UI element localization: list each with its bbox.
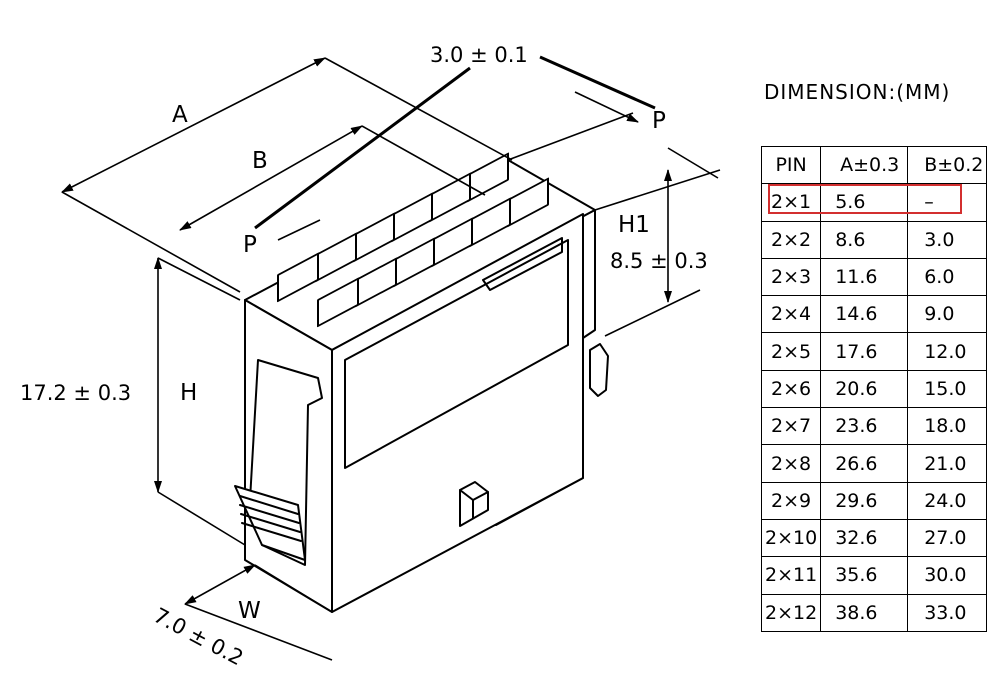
cell-a: 14.6 <box>820 295 909 334</box>
cell-b: 6.0 <box>907 257 988 297</box>
cell-pin: 2×1 <box>760 183 822 222</box>
table-row: 2×4 14.6 9.0 <box>760 295 988 334</box>
cell-pin: 2×10 <box>760 518 822 558</box>
cell-b: 33.0 <box>907 593 988 632</box>
table-row: 2×12 38.6 33.0 <box>760 593 988 632</box>
contact-cavities <box>277 152 549 328</box>
table-row: 2×6 20.6 15.0 <box>760 369 988 409</box>
cell-b: 9.0 <box>907 295 988 334</box>
cell-b: 21.0 <box>907 444 988 483</box>
cell-a: 23.6 <box>820 407 909 446</box>
cell-a: 38.6 <box>820 593 909 632</box>
dimension-table: PIN A±0.3 B±0.2 2×1 5.6 – 2×2 8.6 3.0 2×… <box>760 145 988 632</box>
dim-a-label: A <box>172 102 188 128</box>
table-row: 2×11 35.6 30.0 <box>760 556 988 595</box>
table-row: 2×8 26.6 21.0 <box>760 444 988 483</box>
cell-a: 32.6 <box>820 518 909 558</box>
table-row: 2×5 17.6 12.0 <box>760 332 988 371</box>
cell-pin: 2×5 <box>760 332 822 371</box>
dim-h-label: H <box>180 380 197 406</box>
header-pin: PIN <box>760 145 822 185</box>
row-highlight-box <box>768 184 962 214</box>
table-row: 2×7 23.6 18.0 <box>760 407 988 446</box>
cell-a: 5.6 <box>820 183 909 222</box>
table-row: 2×9 29.6 24.0 <box>760 481 988 520</box>
dim-h1-label: H1 <box>618 212 650 238</box>
cell-pin: 2×12 <box>760 593 822 632</box>
table-header-row: PIN A±0.3 B±0.2 <box>760 145 988 185</box>
cell-pin: 2×6 <box>760 369 822 409</box>
pitch-p-top-label: P <box>652 108 666 134</box>
cell-b: 18.0 <box>907 407 988 446</box>
dimension-lines <box>61 55 721 661</box>
cell-a: 26.6 <box>820 444 909 483</box>
cell-a: 8.6 <box>820 220 909 259</box>
table-row: 2×10 32.6 27.0 <box>760 518 988 558</box>
dim-w-label: W <box>238 598 261 624</box>
table-row: 2×3 11.6 6.0 <box>760 257 988 297</box>
header-a: A±0.3 <box>820 145 909 185</box>
cell-pin: 2×3 <box>760 257 822 297</box>
cell-pin: 2×4 <box>760 295 822 334</box>
cell-pin: 2×7 <box>760 407 822 446</box>
cell-b: 3.0 <box>907 220 988 259</box>
dim-b-label: B <box>252 148 268 174</box>
dim-height-value: 17.2 ± 0.3 <box>20 381 131 405</box>
table-row: 2×1 5.6 – <box>760 183 988 222</box>
cell-a: 17.6 <box>820 332 909 371</box>
cell-b: 15.0 <box>907 369 988 409</box>
cell-a: 20.6 <box>820 369 909 409</box>
header-b: B±0.2 <box>907 145 988 185</box>
cell-a: 11.6 <box>820 257 909 297</box>
cell-b: 12.0 <box>907 332 988 371</box>
cell-pin: 2×8 <box>760 444 822 483</box>
right-clip <box>589 343 609 397</box>
dim-width-value: 7.0 ± 0.2 <box>150 603 248 670</box>
pitch-p-left-label: P <box>243 232 257 258</box>
cell-b: 30.0 <box>907 556 988 595</box>
connector-housing <box>234 159 609 613</box>
cell-a: 35.6 <box>820 556 909 595</box>
table-row: 2×2 8.6 3.0 <box>760 220 988 259</box>
cell-pin: 2×9 <box>760 481 822 520</box>
front-slot <box>344 239 569 469</box>
dimension-table-title: DIMENSION:(MM) <box>764 80 951 104</box>
cell-a: 29.6 <box>820 481 909 520</box>
inner-ledge <box>482 237 563 291</box>
cell-b: 24.0 <box>907 481 988 520</box>
cell-pin: 2×11 <box>760 556 822 595</box>
pitch-label: 3.0 ± 0.1 <box>430 43 528 67</box>
cell-b: 27.0 <box>907 518 988 558</box>
cell-pin: 2×2 <box>760 220 822 259</box>
dim-h1-value: 8.5 ± 0.3 <box>610 249 708 273</box>
